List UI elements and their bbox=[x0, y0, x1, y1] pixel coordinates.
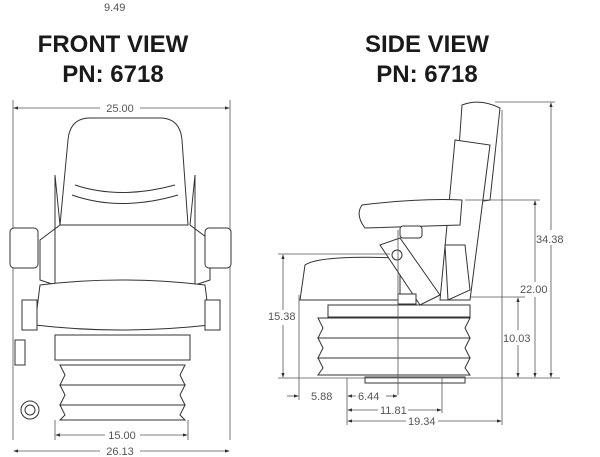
dim-base-to-mount: 10.03 bbox=[503, 333, 531, 345]
dim-armrest-height: 22.00 bbox=[520, 284, 548, 296]
side-seat-drawing bbox=[278, 101, 560, 425]
partial-dimension: 9.49 bbox=[104, 2, 125, 14]
front-view-heading: FRONT VIEW bbox=[37, 31, 189, 58]
dim-mount-depth: 11.81 bbox=[380, 405, 407, 417]
side-view-title: SIDE VIEW PN: 6718 bbox=[327, 30, 527, 90]
dim-overall-depth: 19.34 bbox=[408, 416, 436, 428]
dim-front-base-width: 15.00 bbox=[108, 430, 136, 442]
front-view-title: FRONT VIEW PN: 6718 bbox=[13, 30, 213, 90]
dim-seat-height: 15.38 bbox=[268, 311, 296, 323]
side-view-part-number: PN: 6718 bbox=[376, 61, 478, 88]
front-view-part-number: PN: 6718 bbox=[62, 61, 164, 88]
dim-mount-spacing: 6.44 bbox=[358, 391, 379, 403]
side-view-heading: SIDE VIEW bbox=[364, 31, 490, 58]
dim-front-offset: 5.88 bbox=[311, 391, 332, 403]
dim-front-total-width: 26.13 bbox=[106, 446, 134, 457]
front-seat-drawing bbox=[9, 100, 232, 453]
dim-front-width: 25.00 bbox=[106, 103, 134, 115]
dim-overall-height: 34.38 bbox=[536, 234, 564, 246]
